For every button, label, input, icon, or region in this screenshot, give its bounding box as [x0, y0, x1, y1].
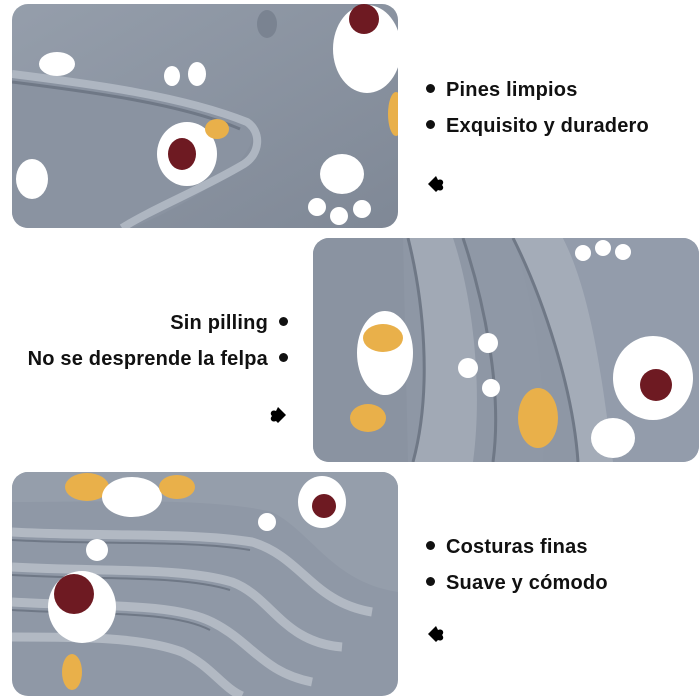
bullet-dot-icon: [279, 353, 288, 363]
blanket-photo-top: [12, 4, 398, 228]
features-list-3: Costuras finas Suave y cómodo: [426, 529, 608, 601]
feature-label: Costuras finas: [446, 536, 588, 558]
bullet-dot-icon: [426, 541, 435, 551]
features-list-2: Sin pilling No se desprende la felpa: [28, 305, 288, 377]
features-list-1: Pines limpios Exquisito y duradero: [426, 72, 649, 144]
feature-label: Suave y cómodo: [446, 572, 608, 594]
blanket-photo-middle: [313, 238, 699, 462]
bullet-dot-icon: [426, 84, 435, 94]
feature-item: Suave y cómodo: [426, 565, 608, 601]
feature-item: Pines limpios: [426, 72, 649, 108]
heart-bullet-icon: [428, 626, 444, 642]
heart-bullet-icon: [428, 176, 444, 192]
feature-item: Costuras finas: [426, 529, 608, 565]
heart-bullet-icon: [270, 407, 286, 423]
blanket-photo-bottom: [12, 472, 398, 696]
bullet-dot-icon: [426, 120, 435, 130]
bullet-dot-icon: [426, 577, 435, 587]
feature-label: Pines limpios: [446, 79, 578, 101]
feature-label: Exquisito y duradero: [446, 115, 649, 137]
bullet-dot-icon: [279, 317, 288, 327]
feature-label: Sin pilling: [170, 312, 268, 334]
feature-item: Exquisito y duradero: [426, 108, 649, 144]
feature-item: Sin pilling: [28, 305, 288, 341]
feature-label: No se desprende la felpa: [27, 348, 268, 370]
feature-item: No se desprende la felpa: [28, 341, 288, 377]
